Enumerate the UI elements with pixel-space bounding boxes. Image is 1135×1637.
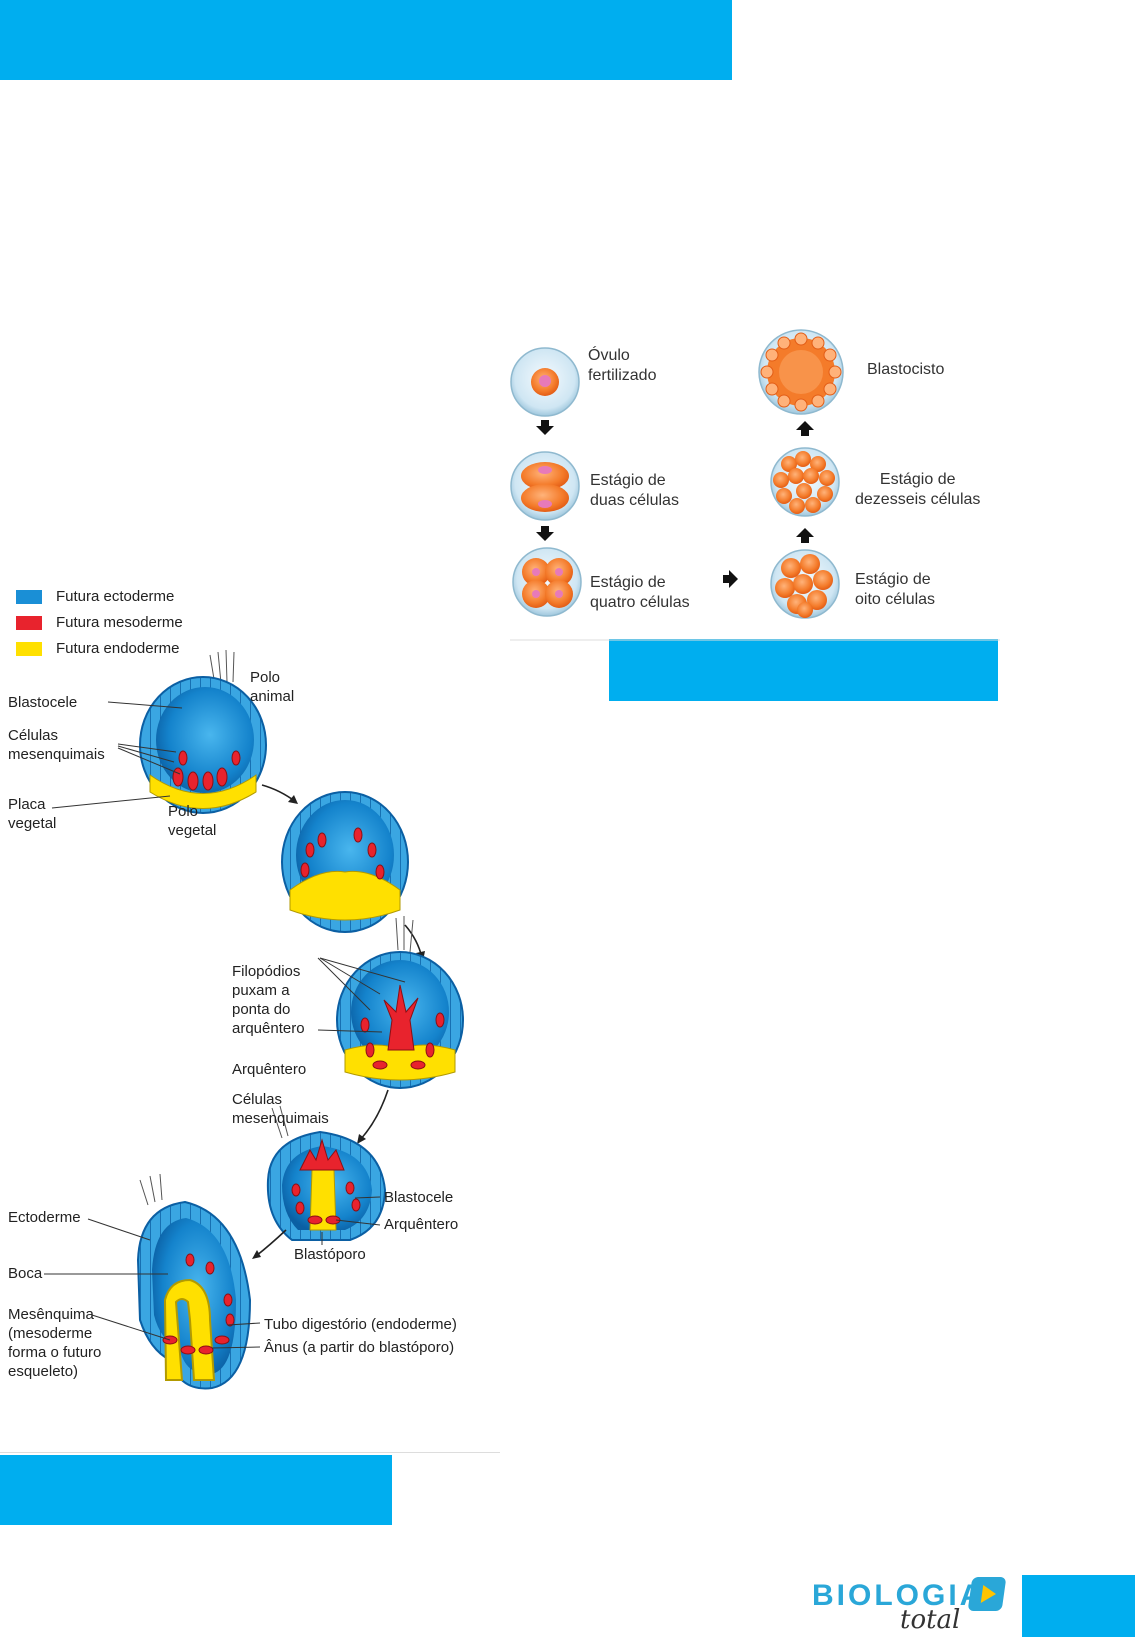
embryo-late-gastrula [266,1105,387,1241]
arrow-up-icon [796,528,814,543]
label-line: Placa [8,796,46,813]
arrow-icon [357,1134,366,1144]
blastocyst [758,329,844,415]
label-polo-animal: Polo animal [250,668,294,706]
figure-baseline [0,1452,500,1453]
embryo-early-gastrula [281,791,409,933]
arrow-down-icon [536,420,554,435]
cleavage-caption-bar [609,639,998,701]
label-line: oito células [855,591,936,608]
header-bar [0,0,732,80]
eight-cell-embryo [770,549,840,619]
cleavage-stages-svg [510,329,1000,641]
legend-label-mesoderm: Futura mesoderme [56,614,183,631]
arrow-right-icon [723,570,738,588]
label-line: duas células [590,492,679,509]
legend-swatch-endoderm [16,642,42,656]
gastrulation-svg [16,590,464,1390]
label-line: Células [232,1091,283,1108]
label-oito-celulas: Estágio de oito células [855,570,935,610]
arrow-up-icon [796,421,814,436]
label-line: animal [250,688,295,705]
label-line: Estágio de [590,472,666,489]
label-line: Estágio de [855,571,931,588]
label-line: Polo [168,803,199,820]
label-line: (mesoderme [8,1325,93,1342]
page-number-tab [1022,1575,1135,1637]
gastrulation-caption-bar [0,1455,392,1525]
label-arquentero: Arquêntero [232,1061,307,1078]
legend-label-endoderm: Futura endoderme [56,640,180,657]
label-line: ponta do [232,1001,291,1018]
logo-sub: total [900,1605,961,1635]
legend-swatch-ectoderm [16,590,42,604]
label-blastocisto: Blastocisto [867,360,944,380]
label-arquentero-2: Arquêntero [384,1216,459,1233]
label-line: mesenquimais [8,746,105,763]
label-line: Blastocisto [867,361,945,378]
label-line: Células [8,727,59,744]
label-line: Polo [250,669,281,686]
label-polo-vegetal: Polo vegetal [168,802,216,840]
embryo-blastula [139,649,267,814]
label-line: quatro células [590,594,690,611]
arrow-icon [252,1250,261,1259]
label-quatro-celulas: Estágio de quatro células [590,573,690,613]
label-celulas-mesenquimais: Células mesenquimais [8,726,105,764]
label-line: arquêntero [232,1020,305,1037]
label-line: mesenquimais [232,1110,329,1127]
legend-label-ectoderm: Futura ectoderme [56,588,175,605]
label-line: fertilizado [588,367,657,384]
four-cell-embryo [512,547,582,617]
two-cell-embryo [510,451,580,521]
label-blastocele: Blastocele [8,694,78,711]
label-line: Filopódios [232,963,301,980]
label-line: esqueleto) [8,1363,79,1380]
label-line: puxam a [232,982,290,999]
label-filopodios: Filopódios puxam a ponta do arquêntero [232,962,305,1038]
biologia-total-logo: BIOLOGIA total [812,1575,1007,1635]
label-dezesseis-celulas: Estágio de dezesseis células [855,470,980,510]
arrow-down-icon [536,526,554,541]
cleavage-figure: Óvulo fertilizado Estágio de duas célula… [505,318,1000,643]
play-icon [967,1577,1007,1611]
zygote-cell [510,347,580,417]
label-line: Óvulo [588,347,630,364]
label-blastocele-2: Blastocele [384,1189,454,1206]
label-mesenquima: Mesênquima (mesoderme forma o futuro esq… [8,1305,101,1381]
label-blastoporo: Blastóporo [294,1246,366,1263]
label-tubo-digestorio: Tubo digestório (endoderme) [264,1316,457,1333]
label-line: forma o futuro [8,1344,102,1361]
arrow-icon [288,795,298,804]
label-duas-celulas: Estágio de duas células [590,471,679,511]
label-line: Estágio de [590,574,666,591]
label-ovulo-fertilizado: Óvulo fertilizado [588,346,656,386]
label-boca: Boca [8,1265,43,1282]
label-line: vegetal [168,822,217,839]
embryo-mid-gastrula [336,916,464,1089]
label-line: dezesseis células [855,491,981,508]
logo-word: BIOLOGIA [812,1579,985,1612]
sixteen-cell-embryo [770,447,840,517]
label-line: vegetal [8,815,57,832]
label-ectoderme: Ectoderme [8,1209,81,1226]
label-anus: Ânus (a partir do blastóporo) [264,1339,455,1356]
label-line: Mesênquima [8,1306,94,1323]
legend-swatch-mesoderm [16,616,42,630]
label-placa-vegetal: Placa vegetal [8,795,56,833]
label-celulas-mesenquimais-2: Células mesenquimais [232,1090,329,1128]
embryo-larva [136,1173,252,1390]
gastrulation-figure: Futura ectoderme Futura mesoderme Futura… [0,580,500,1453]
label-line: Estágio de [879,471,956,488]
